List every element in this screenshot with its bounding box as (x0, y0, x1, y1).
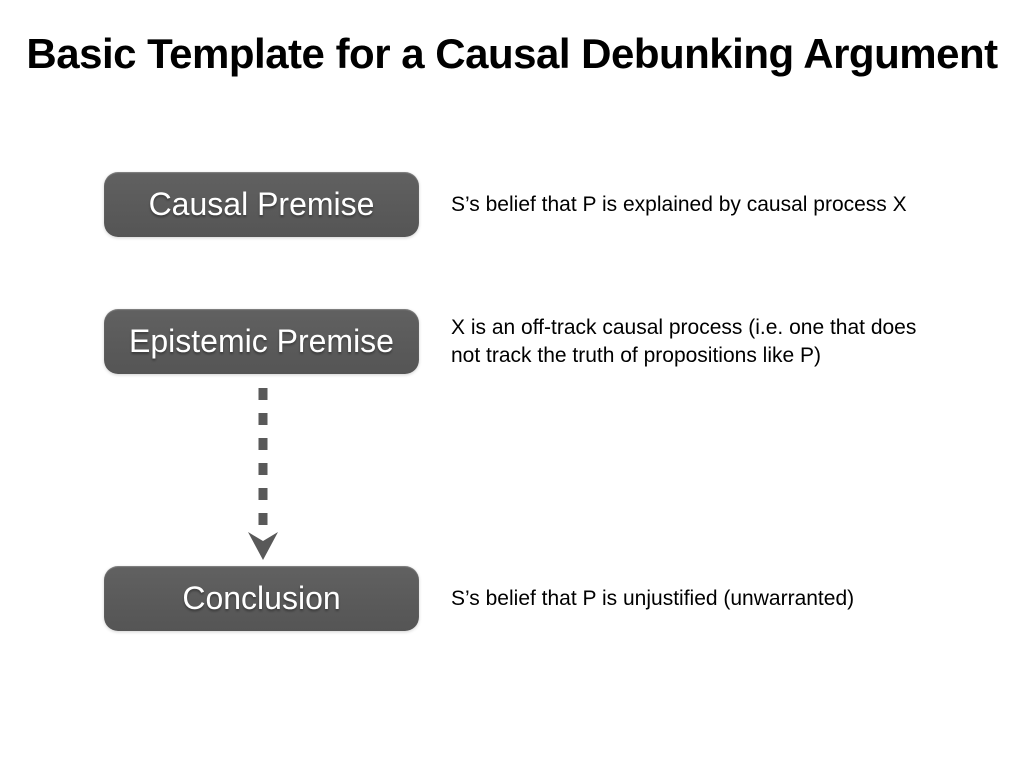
slide-title: Basic Template for a Causal Debunking Ar… (26, 30, 998, 77)
annotation-conclusion: S’s belief that P is unjustified (unwarr… (451, 586, 855, 610)
dashed-arrow-icon (248, 388, 278, 560)
box-epistemic-premise-label: Epistemic Premise (129, 323, 394, 359)
diagram-row-epistemic-premise: Epistemic Premise X is an off-track caus… (104, 309, 919, 374)
box-epistemic-premise: Epistemic Premise (104, 309, 419, 374)
box-causal-premise-label: Causal Premise (148, 186, 375, 222)
box-conclusion: Conclusion (104, 566, 419, 631)
annotation-epistemic-premise: X is an off-track causal process (i.e. o… (451, 315, 917, 367)
box-conclusion-label: Conclusion (182, 580, 341, 616)
box-causal-premise: Causal Premise (104, 172, 419, 237)
annotation-causal-premise: S’s belief that P is explained by causal… (451, 192, 907, 216)
diagram-row-causal-premise: Causal Premise S’s belief that P is expl… (104, 172, 919, 237)
diagram-row-conclusion: Conclusion S’s belief that P is unjustif… (104, 566, 919, 631)
